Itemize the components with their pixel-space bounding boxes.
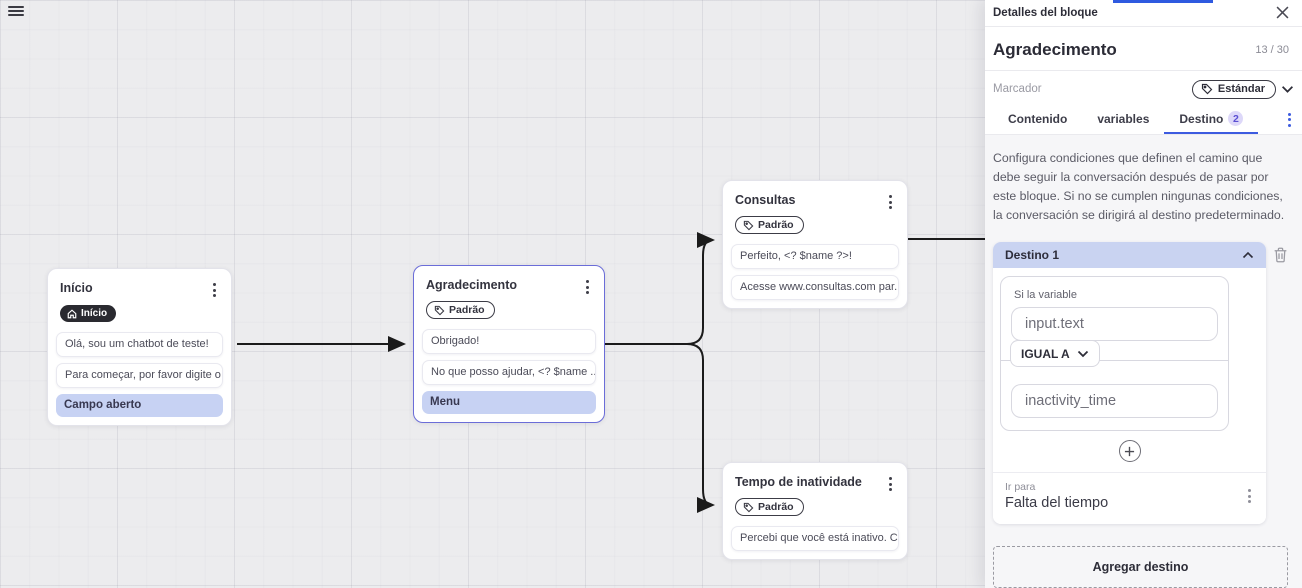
tab-contenido[interactable]: Contenido	[1008, 111, 1068, 126]
menu-icon[interactable]	[8, 4, 24, 18]
destination-count-badge: 2	[1228, 111, 1244, 127]
message-bubble[interactable]: Obrigado!	[422, 329, 596, 354]
kebab-menu-icon[interactable]	[886, 193, 895, 211]
close-button[interactable]	[1276, 6, 1289, 19]
goto-label: Ir para	[1005, 481, 1036, 493]
node-tempo-inatividade[interactable]: Tempo de inatividade Padrão Percebi que …	[722, 462, 908, 560]
panel-title: Detalles del bloque	[993, 6, 1098, 19]
char-counter: 13 / 30	[1255, 43, 1289, 56]
edge-agradecimento-tempo	[605, 343, 715, 513]
tab-destino[interactable]: Destino 2	[1164, 106, 1259, 134]
trash-icon	[1274, 247, 1287, 263]
marker-label: Marcador	[993, 83, 1042, 96]
top-accent-bar	[1113, 0, 1213, 3]
edge-agradecimento-consultas	[605, 232, 715, 345]
block-title-row: Agradecimento 13 / 30	[985, 27, 1302, 71]
node-agradecimento[interactable]: Agradecimento Padrão Obrigado! No que po…	[413, 265, 605, 423]
marker-pill: Padrão	[735, 216, 804, 234]
node-consultas[interactable]: Consultas Padrão Perfeito, <? $name ?>! …	[722, 180, 908, 309]
condition-label: Si la variable	[1014, 289, 1077, 301]
chevron-down-icon	[1077, 350, 1088, 357]
tab-variables[interactable]: variables	[1097, 111, 1150, 126]
condition-box: Si la variable input.text IGUAL A inacti…	[1000, 276, 1229, 431]
destination-description: Configura condiciones que definen el cam…	[993, 150, 1285, 222]
block-name[interactable]: Agradecimento	[993, 39, 1117, 59]
destination-title: Destino 1	[1005, 248, 1060, 262]
variable-input[interactable]: input.text	[1011, 307, 1218, 341]
destination-card-header[interactable]: Destino 1	[993, 242, 1266, 268]
node-inicio[interactable]: Início Início Olá, sou um chatbot de tes…	[47, 268, 232, 426]
node-title: Tempo de inatividade	[735, 475, 862, 489]
add-destination-button[interactable]: Agregar destino	[993, 546, 1288, 588]
message-bubble[interactable]: Perfeito, <? $name ?>!	[731, 244, 899, 269]
message-bubble[interactable]: Olá, sou um chatbot de teste!	[56, 332, 223, 357]
tag-icon	[434, 305, 445, 315]
destination-tab-content: Configura condiciones que definen el cam…	[985, 134, 1302, 588]
kebab-menu-icon[interactable]	[210, 281, 219, 299]
marker-pill: Padrão	[735, 498, 804, 516]
marker-select[interactable]: Estándar	[1191, 79, 1276, 99]
destination-card: Destino 1 Si la variable input.text IGUA…	[993, 242, 1266, 524]
open-field-row[interactable]: Campo aberto	[56, 394, 223, 417]
flow-connectors	[237, 232, 985, 513]
menu-row[interactable]: Menu	[422, 391, 596, 414]
start-badge: Início	[60, 305, 117, 322]
chevron-up-icon[interactable]	[1242, 251, 1254, 259]
home-icon	[67, 308, 77, 318]
operator-select[interactable]: IGUAL A	[1010, 340, 1100, 367]
block-details-panel: Detalles del bloque Agradecimento 13 / 3…	[985, 0, 1302, 588]
message-bubble[interactable]: Acesse www.consultas.com par...	[731, 275, 899, 300]
close-icon	[1276, 6, 1289, 19]
delete-destination-button[interactable]	[1273, 247, 1288, 263]
goto-kebab-menu-icon[interactable]	[1245, 487, 1254, 505]
goto-row[interactable]: Ir para Falta del tiempo	[993, 472, 1266, 524]
tag-icon	[1201, 83, 1213, 94]
chevron-down-icon[interactable]	[1281, 85, 1294, 94]
tabs-kebab-menu-icon[interactable]	[1285, 111, 1294, 129]
marker-row: Marcador Estándar	[985, 71, 1302, 106]
node-title: Início	[60, 281, 93, 295]
marker-pill: Padrão	[426, 301, 495, 319]
message-bubble[interactable]: No que posso ajudar, <? $name ...	[422, 360, 596, 385]
goto-block-name[interactable]: Falta del tiempo	[1005, 495, 1109, 511]
panel-header: Detalles del bloque	[985, 0, 1302, 27]
message-bubble[interactable]: Para começar, por favor digite o ...	[56, 363, 223, 388]
panel-tabs: Contenido variables Destino 2	[985, 106, 1302, 135]
add-condition-button[interactable]	[1118, 440, 1141, 462]
tag-icon	[743, 502, 754, 512]
tag-icon	[743, 220, 754, 230]
value-input[interactable]: inactivity_time	[1011, 384, 1218, 418]
node-title: Agradecimento	[426, 278, 517, 292]
kebab-menu-icon[interactable]	[886, 475, 895, 493]
plus-icon	[1124, 446, 1135, 456]
message-bubble[interactable]: Percebi que você está inativo. C...	[731, 526, 899, 551]
node-title: Consultas	[735, 193, 796, 207]
kebab-menu-icon[interactable]	[583, 278, 592, 296]
